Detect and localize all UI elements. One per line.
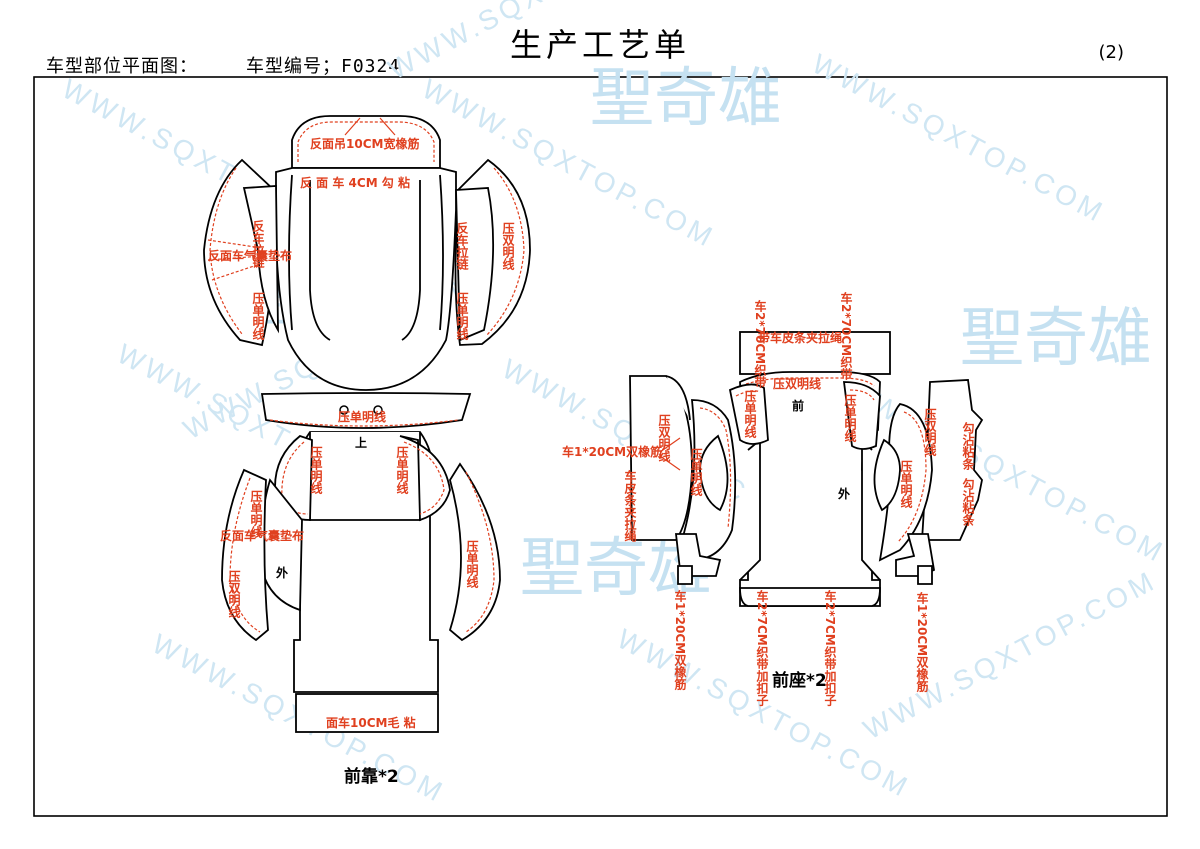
plan-label: 车型部位平面图： xyxy=(46,56,198,77)
label-band-single: 压单明线 xyxy=(338,409,386,424)
label-seat-front-double: 压双明线 xyxy=(773,376,821,391)
label-top-tube: 反面吊10CM宽橡筋 xyxy=(310,136,419,151)
label-seat-out: 外 xyxy=(838,486,850,501)
label-side-double: 压双明线 xyxy=(227,570,241,619)
label-lower-left-single: 压单明线 xyxy=(309,446,323,495)
back-lower-right-flap xyxy=(399,435,451,522)
label-right-single: 压单明线 xyxy=(455,292,469,341)
label-seat-inner-left-single: 压单明线 xyxy=(743,390,757,439)
back-bottom-strip xyxy=(295,693,439,733)
document-title: 生产工艺单 xyxy=(509,26,690,64)
watermark-logo: 聖奇雄 xyxy=(960,302,1152,376)
label-left-single: 压单明线 xyxy=(251,292,265,341)
label-up: 上 xyxy=(355,435,367,450)
label-right-zip: 反车拉链 xyxy=(455,221,469,271)
label-seat-bottom-left: 车1*20CM双橡筋 xyxy=(673,589,687,691)
back-middle-band xyxy=(260,392,472,429)
label-seat-right-single: 压单明线 xyxy=(899,460,913,509)
label-left-airbag: 反面车气囊垫布 xyxy=(208,248,292,263)
watermark-url: WWW.SQXTOP.COM xyxy=(807,48,1110,229)
back-top-piece xyxy=(291,115,441,169)
label-seat-right-hook: 勾沾粘条 xyxy=(961,421,975,471)
watermark-url: WWW.SQXTOP.COM xyxy=(858,564,1161,745)
label-seat-top-right-strap: 车2*70CM织带 xyxy=(839,291,853,381)
label-seat-bottom-strap-1: 车2*7CM织带加扣子 xyxy=(755,589,769,707)
seat-left-small xyxy=(728,383,769,445)
label-seat-right-double: 压双明线 xyxy=(923,408,937,457)
label-top-sew: 反 面 车 4CM 勾 粘 xyxy=(300,175,410,190)
caption-back: 前靠*2 xyxy=(344,766,399,787)
seat-right-panel xyxy=(921,379,984,541)
label-seat-left-elastic: 车1*20CM双橡筋 xyxy=(562,444,662,459)
label-seat-inner-right-single: 压单明线 xyxy=(843,394,857,443)
frame-border xyxy=(33,76,1168,817)
label-out: 外 xyxy=(276,565,288,580)
label-right-double: 压双明线 xyxy=(501,222,515,271)
label-bottom-sew: 面车10CM毛 粘 xyxy=(326,715,416,730)
label-seat-top-pull: 带车皮条夹拉绳 xyxy=(758,330,842,345)
seat-top-strip xyxy=(739,331,891,375)
label-seat-left-strip: 车皮条夹拉绳 xyxy=(623,469,637,542)
back-rest-pattern xyxy=(203,115,531,733)
label-far-right-single: 压单明线 xyxy=(465,540,479,589)
back-seam-left xyxy=(288,174,293,331)
model-number: 车型编号；F0324 xyxy=(246,56,401,77)
label-seat-left-single: 压单明线 xyxy=(689,448,703,497)
front-seat-pattern xyxy=(629,331,984,607)
label-seat-top-left-strap: 车2*70CM织带 xyxy=(753,299,767,389)
label-side-single: 压单明线 xyxy=(249,490,263,539)
label-seat-bottom-right: 车1*20CM双橡筋 xyxy=(915,591,929,693)
back-far-right-strip xyxy=(448,462,501,642)
label-seat-left-double: 压双明线 xyxy=(657,414,671,463)
caption-seat: 前座*2 xyxy=(772,670,827,691)
label-side-airbag: 反面车气囊垫布 xyxy=(220,528,304,543)
watermark-layer: WWW.SQXTOP.COM WWW.SQXTOP.COM WWW.SQXTOP… xyxy=(57,0,1170,809)
back-seam-right xyxy=(439,174,444,331)
label-lower-right-single: 压单明线 xyxy=(395,446,409,495)
page-number: (2) xyxy=(1098,42,1125,63)
back-main-piece xyxy=(275,167,457,391)
seat-right-small xyxy=(842,381,881,450)
label-seat-bottom-strap-2: 车2*7CM织带加扣子 xyxy=(823,589,837,707)
label-left-zip: 反车拉链 xyxy=(251,219,265,269)
label-seat-front: 前 xyxy=(792,398,804,413)
label-seat-right-hook-2: 勾沾粘条 xyxy=(961,477,975,527)
watermark-logo: 聖奇雄 xyxy=(590,62,782,136)
